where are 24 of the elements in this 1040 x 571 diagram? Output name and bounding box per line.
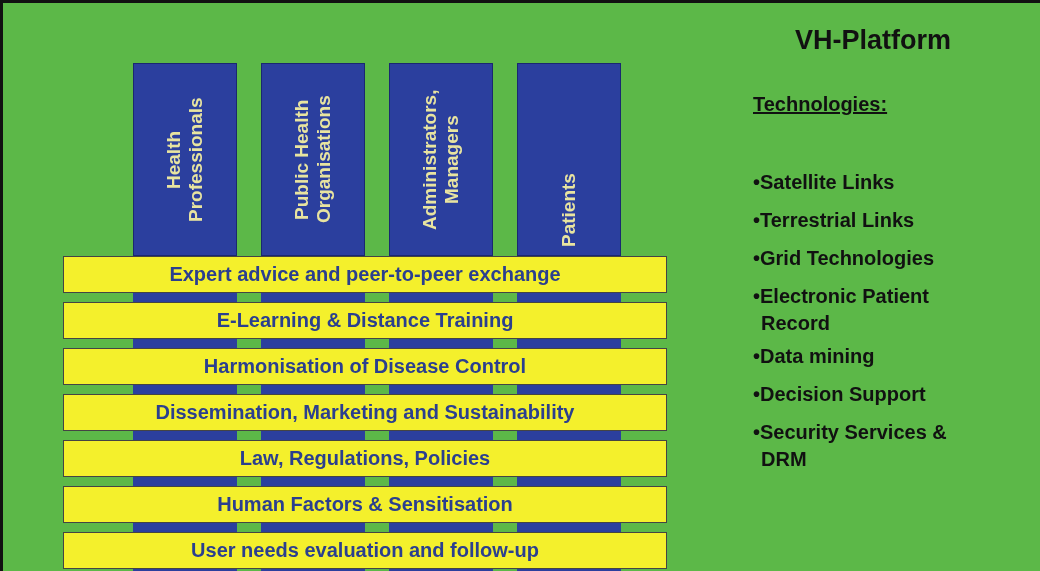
stakeholder-column <box>517 63 621 256</box>
bullet-item: •Security Services & DRM <box>753 420 948 472</box>
column-label: Health Professionals <box>163 96 207 224</box>
title: VH-Platform <box>794 25 952 56</box>
bullet-item: •Decision Support <box>753 382 927 407</box>
service-layer-band: Human Factors & Sensitisation <box>63 486 667 523</box>
bullet-item: •Terrestrial Links <box>753 208 916 233</box>
bullet-item: •Satellite Links <box>753 170 896 195</box>
stakeholder-column <box>133 63 237 256</box>
service-layer-band: Harmonisation of Disease Control <box>63 348 667 385</box>
service-layer-band: User needs evaluation and follow-up <box>63 532 667 569</box>
column-label: Public Health Organisations <box>291 94 335 226</box>
bullet-item: •Grid Technologies <box>753 246 936 271</box>
stakeholder-column <box>389 63 493 256</box>
service-layer-band: Law, Regulations, Policies <box>63 440 667 477</box>
column-label: Patients <box>558 173 580 247</box>
service-layer-band: E-Learning & Distance Training <box>63 302 667 339</box>
bullet-item: •Electronic Patient Record <box>753 284 930 336</box>
bullet-item: •Data mining <box>753 344 876 369</box>
column-label: Administrators, Managers <box>419 88 463 232</box>
section-heading: Technologies: <box>753 92 889 117</box>
stakeholder-column <box>261 63 365 256</box>
service-layer-band: Expert advice and peer-to-peer exchange <box>63 256 667 293</box>
service-layer-band: Dissemination, Marketing and Sustainability <box>63 394 667 431</box>
